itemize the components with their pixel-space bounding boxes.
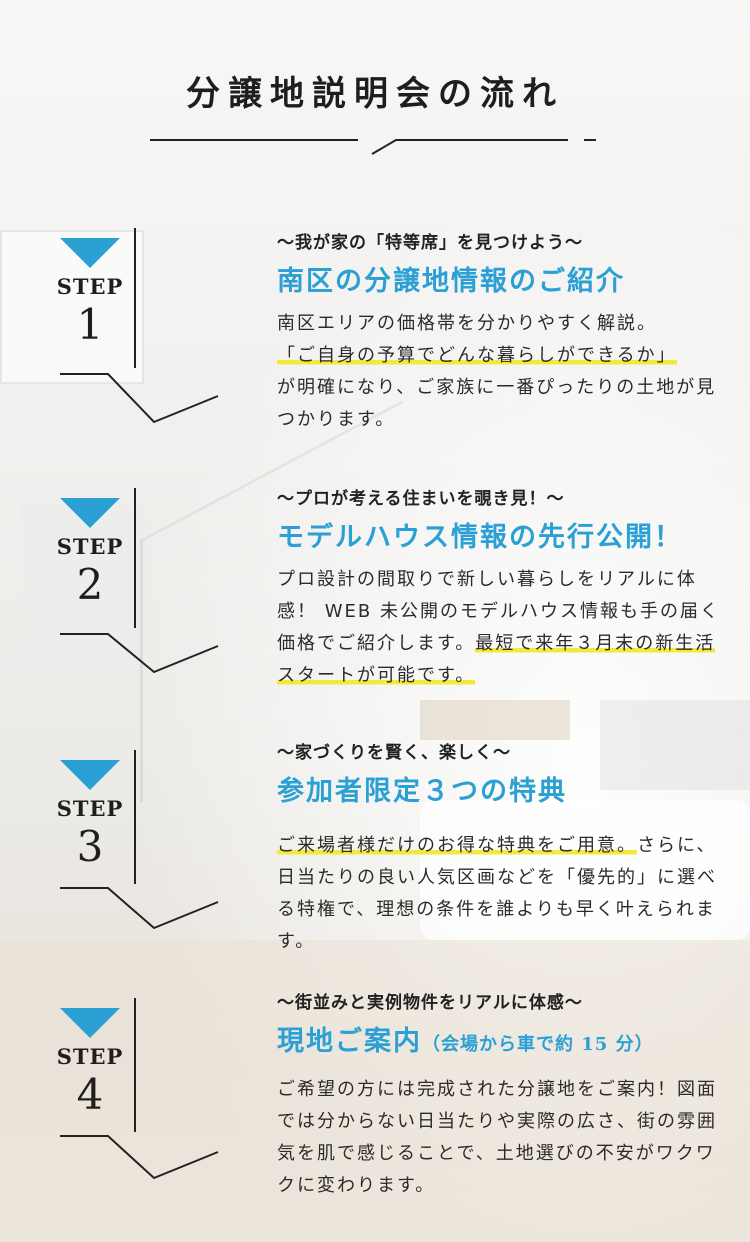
- background-table: [420, 700, 570, 740]
- step-heading: 参加者限定３つの特典: [277, 769, 727, 808]
- description-text: が明確になり、ご家族に一番ぴったりの土地が見つかります。: [277, 377, 717, 430]
- step-number: 1: [76, 300, 104, 349]
- step-catchphrase: 〜家づくりを賢く、楽しく〜: [277, 743, 511, 763]
- step-heading: 現地ご案内（会場から車で約 15 分）: [277, 1019, 727, 1058]
- description-text: プロ設計の間取りで新しい暮らしをリアルに体感！ WEB 未公開のモデルハウス情報…: [277, 569, 720, 654]
- step-number: 3: [76, 822, 104, 871]
- step-3-marker: STEP 3: [40, 750, 250, 940]
- step-1-content: 〜我が家の「特等席」を見つけよう〜 南区の分譲地情報のご紹介 南区エリアの価格帯…: [277, 228, 727, 436]
- step-2-content: 〜プロが考える住まいを覗き見！〜 モデルハウス情報の先行公開！ プロ設計の間取り…: [277, 484, 727, 692]
- step-description: プロ設計の間取りで新しい暮らしをリアルに体感！ WEB 未公開のモデルハウス情報…: [277, 564, 727, 692]
- step-label: STEP: [56, 534, 124, 559]
- description-highlight: 「ご自身の予算でどんな暮らしができるか」: [277, 345, 677, 366]
- description-text: 南区エリアの価格帯を分かりやすく解説。: [277, 313, 657, 334]
- step-1-marker: STEP 1: [40, 228, 250, 424]
- step-heading-text: モデルハウス情報の先行公開！: [277, 522, 683, 553]
- step-4-content: 〜街並みと実例物件をリアルに体感〜 現地ご案内（会場から車で約 15 分） ご希…: [277, 988, 727, 1202]
- step-heading-text: 現地ご案内: [277, 1026, 422, 1057]
- step-arrow-icon: [60, 228, 219, 424]
- step-description: ご来場者様だけのお得な特典をご用意。さらに、日当たりの良い人気区画などを「優先的…: [277, 830, 727, 958]
- step-label: STEP: [56, 796, 124, 821]
- step-number: 4: [76, 1070, 104, 1119]
- step-heading-text: 参加者限定３つの特典: [277, 776, 567, 807]
- step-arrow-icon: [60, 750, 219, 930]
- step-3-content: 〜家づくりを賢く、楽しく〜 参加者限定３つの特典 ご来場者様だけのお得な特典をご…: [277, 738, 727, 958]
- step-heading: モデルハウス情報の先行公開！: [277, 515, 727, 554]
- step-label: STEP: [56, 1044, 124, 1069]
- description-text: さらに、日当たりの良い人気区画などを「優先的」に選べる特権で、理想の条件を誰より…: [277, 835, 717, 952]
- step-description: ご希望の方には完成された分譲地をご案内！図面では分からない日当たりや実際の広さ、…: [277, 1074, 727, 1202]
- step-4-marker: STEP 4: [40, 998, 250, 1188]
- step-2-marker: STEP 2: [40, 488, 250, 678]
- step-number: 2: [76, 560, 104, 609]
- title-divider: [150, 139, 596, 155]
- step-catchphrase: 〜プロが考える住まいを覗き見！〜: [277, 489, 565, 509]
- description-text: ご希望の方には完成された分譲地をご案内！図面では分からない日当たりや実際の広さ、…: [277, 1079, 717, 1196]
- step-heading-text: 南区の分譲地情報のご紹介: [277, 266, 625, 297]
- step-heading: 南区の分譲地情報のご紹介: [277, 259, 727, 298]
- step-catchphrase: 〜街並みと実例物件をリアルに体感〜: [277, 993, 583, 1013]
- step-label: STEP: [56, 274, 124, 299]
- step-catchphrase: 〜我が家の「特等席」を見つけよう〜: [277, 233, 583, 253]
- step-heading-note: （会場から車で約 15 分）: [422, 1034, 654, 1055]
- step-description: 南区エリアの価格帯を分かりやすく解説。「ご自身の予算でどんな暮らしができるか」が…: [277, 308, 727, 436]
- step-arrow-icon: [60, 998, 219, 1180]
- description-highlight: ご来場者様だけのお得な特典をご用意。: [277, 835, 637, 856]
- page-title: 分譲地説明会の流れ: [186, 74, 564, 114]
- step-arrow-icon: [60, 488, 219, 674]
